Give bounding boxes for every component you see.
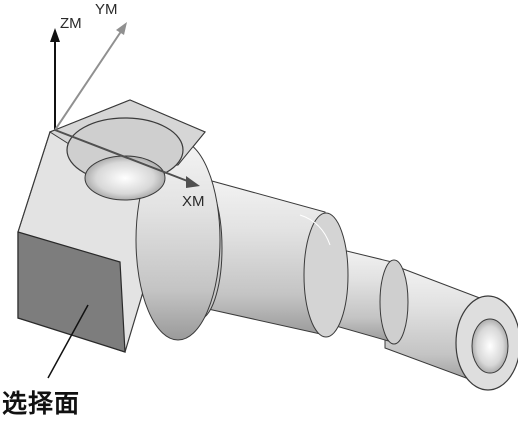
x-axis-arrow-icon	[186, 176, 200, 188]
z-axis-arrow-icon	[50, 28, 60, 42]
axis-triad: ZM YM XM	[50, 1, 205, 210]
head-block[interactable]	[17, 99, 221, 353]
callout-label: 选择面	[2, 389, 81, 418]
z-axis-label: ZM	[60, 15, 82, 32]
x-axis-label: XM	[182, 193, 205, 210]
y-axis-label: YM	[95, 1, 118, 18]
y-axis-arrow-icon	[116, 22, 127, 35]
selected-face[interactable]	[17, 231, 126, 353]
y-axis-line	[54, 29, 123, 131]
x-axis-line	[54, 129, 191, 183]
main-shaft[interactable]	[189, 174, 349, 338]
callout-leader-line	[47, 304, 89, 379]
end-cylinder[interactable]	[384, 261, 518, 391]
bore-hole[interactable]	[471, 318, 509, 374]
